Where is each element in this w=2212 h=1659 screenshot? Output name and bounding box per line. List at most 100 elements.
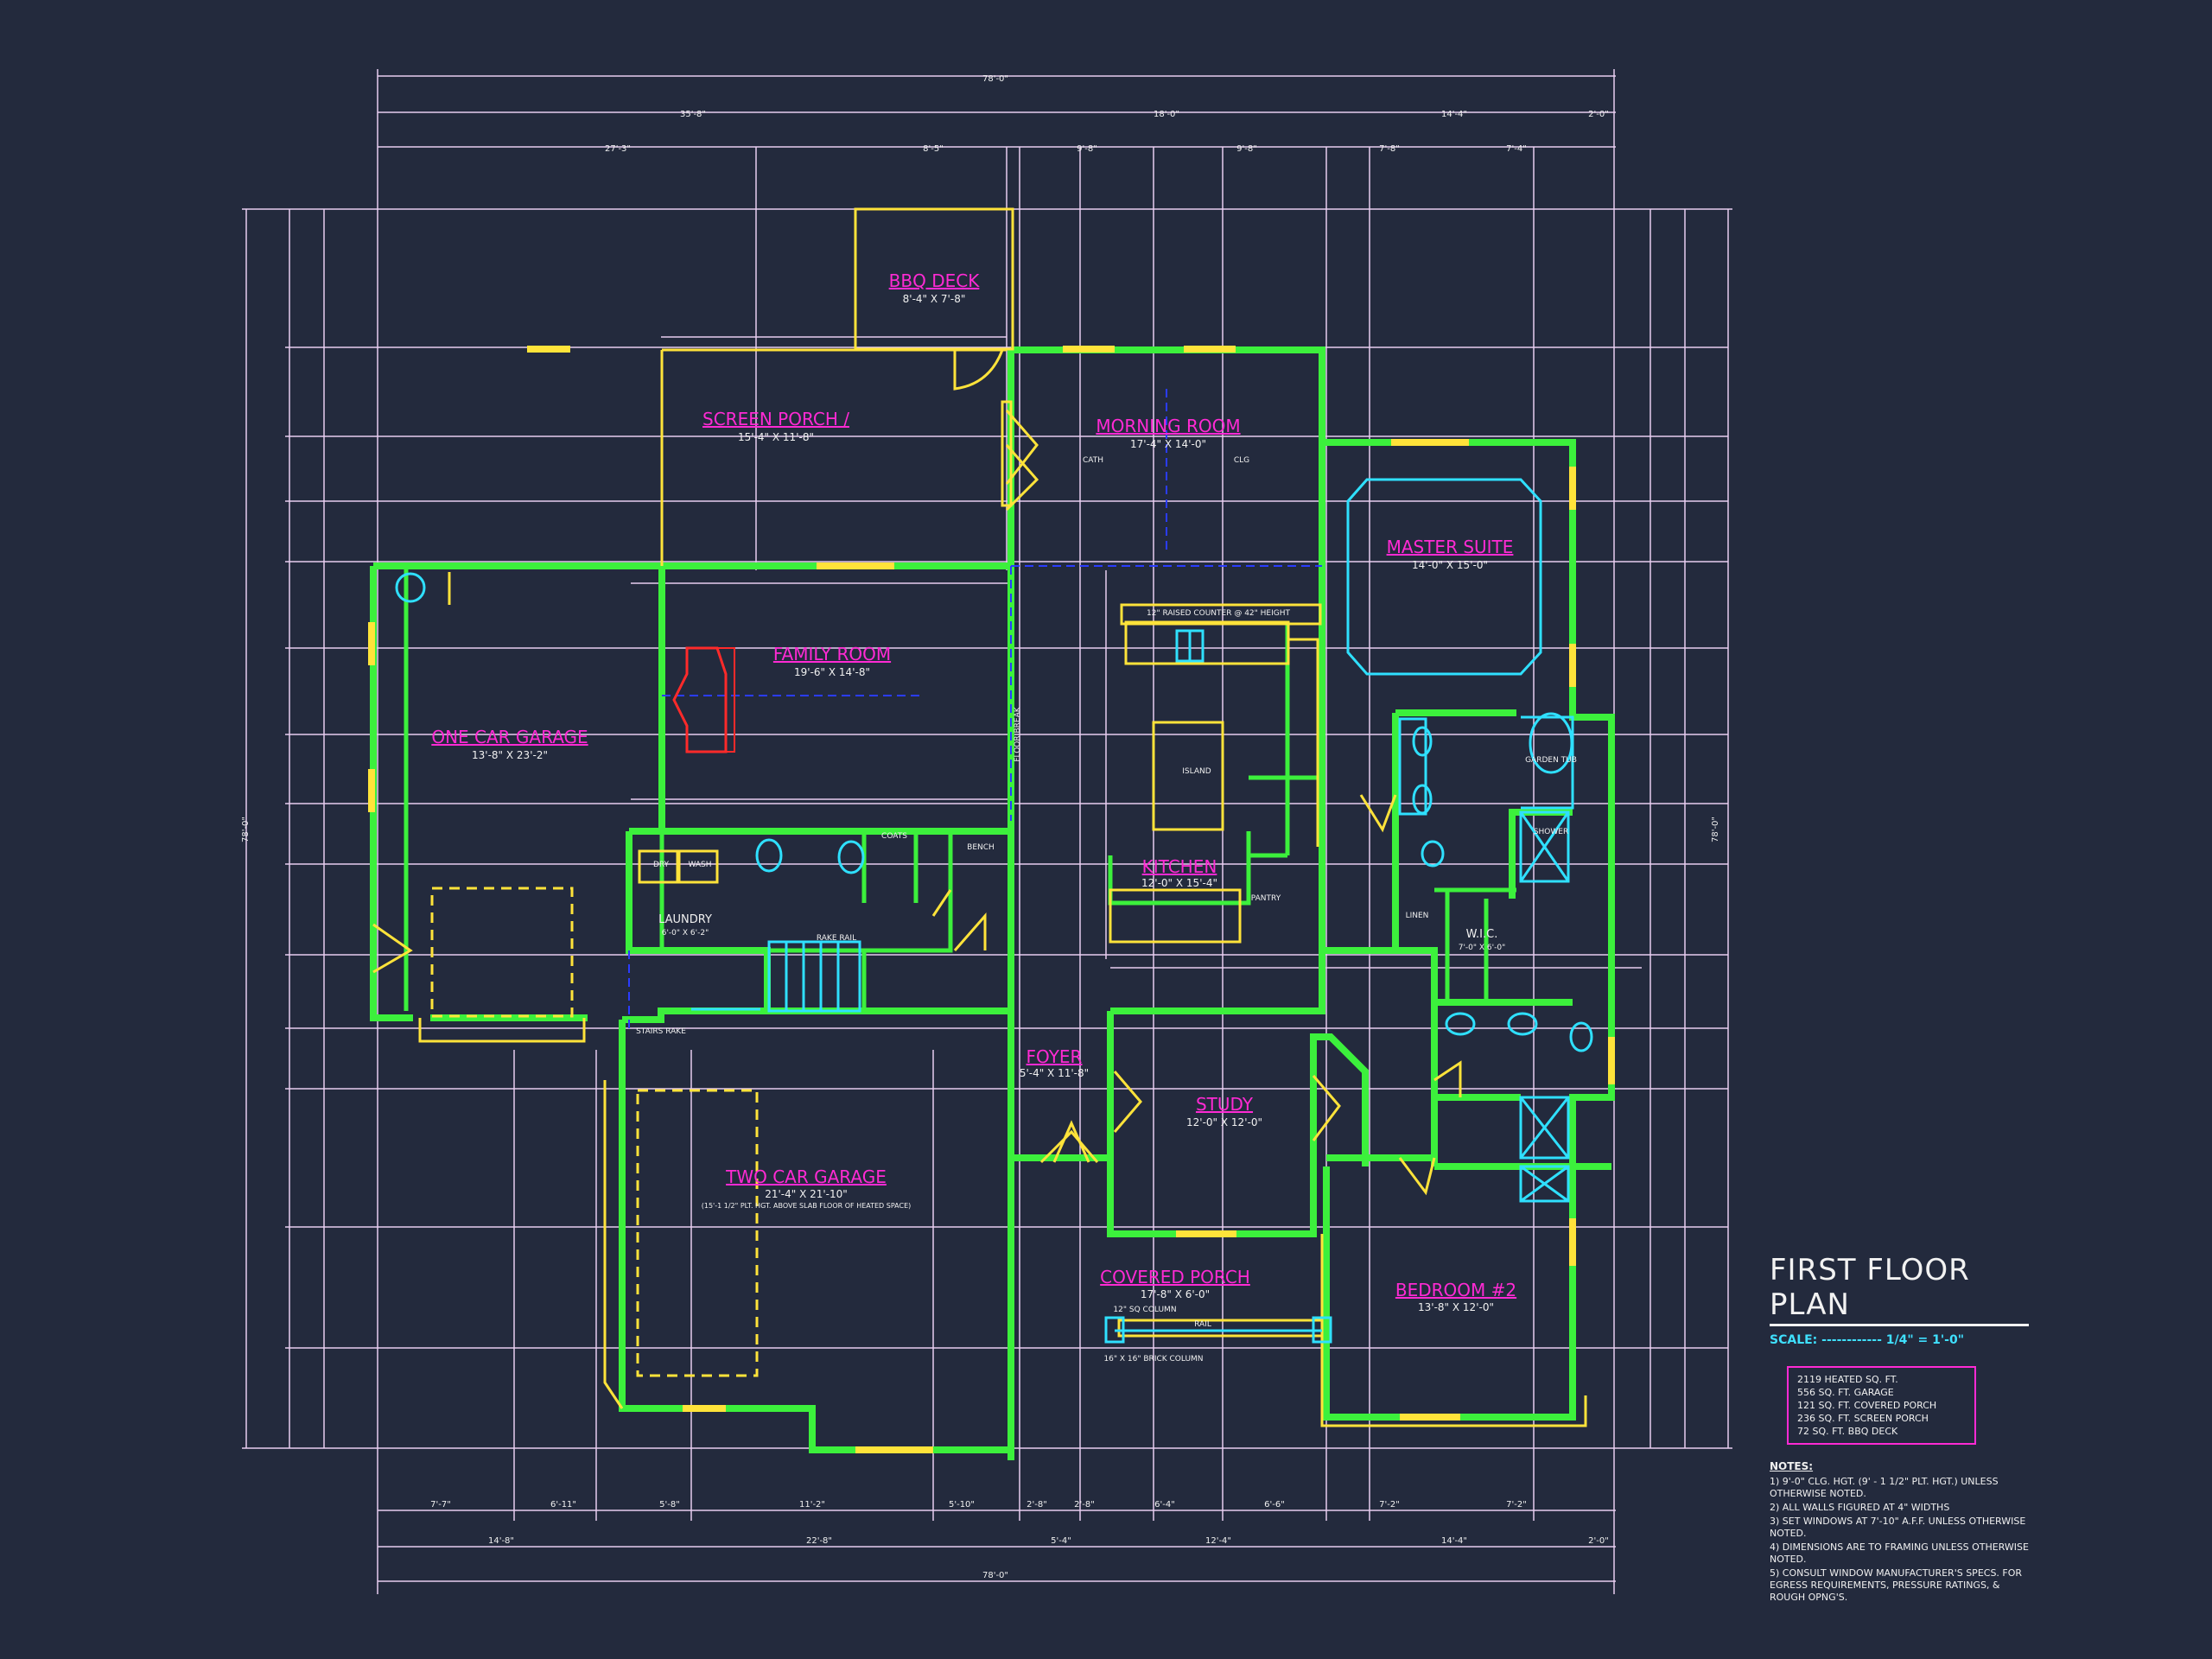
room-size: 13'-8" X 12'-0" — [1418, 1301, 1494, 1313]
cathedral-label: CATH — [1083, 456, 1103, 465]
stairs — [767, 940, 861, 1013]
dimension: 6'-4" — [1154, 1500, 1175, 1510]
note-item: 2) ALL WALLS FIGURED AT 4" WIDTHS — [1770, 1502, 1950, 1513]
dimension: 7'-4" — [1506, 144, 1527, 154]
dimension: 9'-8" — [1236, 144, 1257, 154]
porches-and-decks — [418, 207, 1587, 1427]
doors — [372, 349, 1462, 1196]
island-label: ISLAND — [1182, 767, 1211, 776]
room-name: TWO CAR GARAGE — [725, 1166, 887, 1187]
area-summary: 2119 HEATED SQ. FT. 556 SQ. FT. GARAGE 1… — [1787, 1366, 1976, 1445]
area-line: 121 SQ. FT. COVERED PORCH — [1797, 1400, 1937, 1411]
brick-column-label: 16" X 16" BRICK COLUMN — [1103, 1355, 1203, 1363]
dimension: 5'-4" — [1051, 1536, 1071, 1546]
plumbing-fixtures — [395, 478, 1593, 1344]
dimension: 22'-8" — [806, 1536, 832, 1546]
raised-counter-label: 12" RAISED COUNTER @ 42" HEIGHT — [1147, 609, 1290, 618]
area-line: 556 SQ. FT. GARAGE — [1797, 1387, 1894, 1398]
dimension: 6'-6" — [1264, 1500, 1285, 1510]
area-line: 2119 HEATED SQ. FT. — [1797, 1374, 1898, 1385]
dimension: 14'-4" — [1441, 110, 1467, 119]
dryer-label: DRY — [653, 861, 670, 869]
two-car-garage-door — [636, 1089, 759, 1377]
room-name: COVERED PORCH — [1100, 1267, 1250, 1287]
interior-walls — [404, 566, 1516, 1175]
bench-label: BENCH — [967, 843, 995, 852]
dimension: 12'-4" — [1205, 1536, 1231, 1546]
room-name: STUDY — [1196, 1094, 1254, 1115]
dimension: 5'-10" — [949, 1500, 975, 1510]
dimension: 18'-0" — [1154, 110, 1179, 119]
dimension: 2'-8" — [1074, 1500, 1095, 1510]
room-name: SCREEN PORCH / — [702, 409, 849, 429]
master-suite-tray-ceiling — [1346, 478, 1542, 676]
room-name: ONE CAR GARAGE — [431, 727, 588, 747]
room-name: FOYER — [1027, 1046, 1083, 1067]
note-item: 5) CONSULT WINDOW MANUFACTURER'S SPECS. … — [1770, 1567, 2023, 1603]
room-size: 15'-4" X 11'-8" — [738, 431, 814, 443]
room-name: MASTER SUITE — [1387, 537, 1514, 557]
garden-tub-label: GARDEN TUB — [1525, 756, 1577, 765]
laundry-size: 6'-0" X 6'-2" — [662, 929, 709, 938]
dimension-overall-top: 78'-0" — [982, 74, 1008, 84]
wic-label: W.I.C. — [1466, 928, 1498, 941]
room-size: 8'-4" X 7'-8" — [903, 293, 966, 305]
room-size: 14'-0" X 15'-0" — [1412, 559, 1488, 571]
room-size: 12'-0" X 15'-4" — [1141, 877, 1217, 889]
laundry-label: LAUNDRY — [658, 913, 712, 926]
area-line: 72 SQ. FT. BBQ DECK — [1797, 1426, 1898, 1437]
note-item: 3) SET WINDOWS AT 7'-10" A.F.F. UNLESS O… — [1770, 1516, 2026, 1539]
dimension-overall-bottom: 78'-0" — [982, 1571, 1008, 1580]
dimension: 9'-8" — [1077, 144, 1097, 154]
dimension: 27'-3" — [605, 144, 631, 154]
dimension: 7'-2" — [1506, 1500, 1527, 1510]
floor-break-label: FLOOR BREAK — [1014, 706, 1022, 761]
dimension-overall-left: 78'-0" — [241, 817, 251, 842]
dimension: 11'-2" — [799, 1500, 825, 1510]
dimension: 7'-8" — [1379, 144, 1400, 154]
stairs-rake-label: STAIRS RAKE — [636, 1027, 686, 1036]
room-size: 12'-0" X 12'-0" — [1186, 1116, 1262, 1128]
washer-label: WASH — [688, 861, 711, 869]
ceiling-lines — [628, 389, 1322, 1028]
dimension: 2'-0" — [1588, 110, 1609, 119]
room-size: 5'-4" X 11'-8" — [1020, 1067, 1089, 1079]
dimension-labels: 78'-0" 35'-8" 18'-0" 14'-4" 2'-0" 27'-3"… — [241, 74, 1720, 1580]
dimension: 6'-11" — [550, 1500, 576, 1510]
dimension: 2'-8" — [1027, 1500, 1047, 1510]
column-label: 12" SQ COLUMN — [1113, 1306, 1176, 1314]
room-name: BBQ DECK — [889, 270, 981, 291]
room-name: BEDROOM #2 — [1395, 1280, 1516, 1300]
room-size: 21'-4" X 21'-10" — [765, 1188, 848, 1200]
room-name: FAMILY ROOM — [773, 644, 891, 664]
pantry-label: PANTRY — [1251, 894, 1281, 903]
dimension: 35'-8" — [680, 110, 706, 119]
shower — [1519, 810, 1570, 883]
room-size: 13'-8" X 23'-2" — [472, 749, 548, 761]
dimension: 7'-2" — [1379, 1500, 1400, 1510]
one-car-garage-door — [430, 887, 574, 1018]
plan-legend: FIRST FLOOR PLAN SCALE: ------------ 1/4… — [1770, 1253, 2029, 1605]
room-name: MORNING ROOM — [1096, 416, 1240, 436]
rail-label: RAIL — [1194, 1320, 1211, 1329]
notes-list: 1) 9'-0" CLG. HGT. (9' - 1 1/2" PLT. HGT… — [1770, 1476, 2029, 1604]
wic-size: 7'-0" X 6'-0" — [1459, 944, 1506, 952]
garage-note: (15'-1 1/2" PLT. HGT. ABOVE SLAB FLOOR O… — [702, 1202, 912, 1210]
note-item: 1) 9'-0" CLG. HGT. (9' - 1 1/2" PLT. HGT… — [1770, 1476, 1999, 1499]
small-labels: LAUNDRY 6'-0" X 6'-2" W.I.C. 7'-0" X 6'-… — [636, 456, 1577, 1363]
dimension: 7'-7" — [430, 1500, 451, 1510]
dimension: 8'-5" — [923, 144, 944, 154]
room-name: KITCHEN — [1142, 856, 1217, 877]
kitchen-island — [1152, 721, 1224, 831]
room-size: 17'-4" X 14'-0" — [1130, 438, 1206, 450]
dimension-overall-right: 78'-0" — [1711, 817, 1720, 842]
notes-heading: NOTES: — [1770, 1460, 1814, 1472]
dimension: 2'-0" — [1588, 1536, 1609, 1546]
shower-label: SHOWER — [1534, 828, 1568, 836]
raised-counter — [1120, 603, 1322, 626]
dimension: 5'-8" — [659, 1500, 680, 1510]
fireplace — [672, 646, 728, 753]
dimension: 14'-8" — [488, 1536, 514, 1546]
area-line: 236 SQ. FT. SCREEN PORCH — [1797, 1413, 1929, 1424]
